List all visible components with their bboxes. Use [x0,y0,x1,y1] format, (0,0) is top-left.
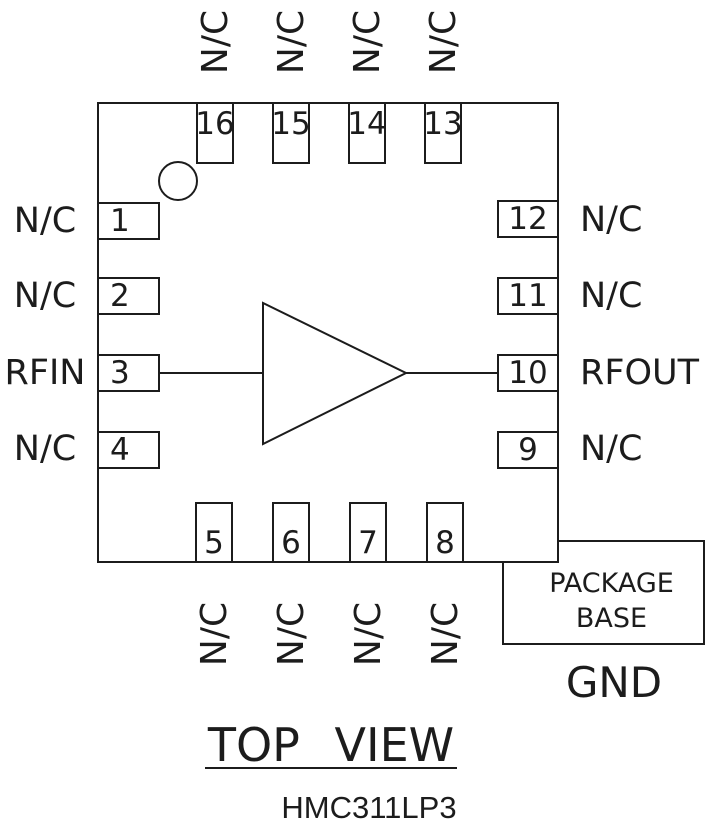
pin-number-7: 7 [358,525,378,561]
pin-pad-4: 4 [97,431,160,469]
pin-pad-8: 8 [426,502,464,563]
pin-number-2: 2 [110,277,130,314]
pin-label-13: N/C [422,9,464,75]
pin-pad-7: 7 [349,502,387,563]
pin-pad-9: 9 [497,431,559,469]
pin-number-9: 9 [518,431,538,468]
pin-number-11: 11 [508,277,548,314]
pin-pad-12: 12 [497,200,559,238]
pin-pad-16: 16 [195,102,235,164]
pin-label-2: N/C [13,276,77,316]
pin-pad-14: 14 [347,102,387,164]
top-view-title: TOP VIEW [205,722,457,769]
pin-number-12: 12 [508,200,548,237]
pin-label-1: N/C [13,201,77,241]
pin-number-13: 13 [423,106,463,142]
pin-label-8: N/C [424,601,466,667]
pin-number-14: 14 [347,106,387,142]
pin-pad-3: 3 [97,354,160,392]
pin-label-12: N/C [580,200,643,240]
pin-pad-11: 11 [497,277,559,315]
pin-number-16: 16 [195,106,235,142]
pin-number-3: 3 [110,354,130,391]
pin-number-10: 10 [508,354,548,391]
pin-number-4: 4 [110,431,130,468]
pin-pad-6: 6 [272,502,310,563]
pin-pad-5: 5 [195,502,233,563]
pin-pad-2: 2 [97,277,160,315]
package-base-label: PACKAGE BASE [504,566,703,636]
chip-body [97,102,559,563]
pin-number-5: 5 [204,525,224,561]
pin-label-9: N/C [580,429,643,469]
pin-label-3: RFIN [4,353,86,393]
part-number: HMC311LP3 [281,790,457,825]
pin-label-10: RFOUT [580,353,699,393]
pin-pad-1: 1 [97,202,160,240]
pin-label-4: N/C [13,429,77,469]
pin-number-8: 8 [435,525,455,561]
pin-number-15: 15 [271,106,311,142]
pin-pad-13: 13 [423,102,463,164]
pin-pad-15: 15 [271,102,311,164]
pin-label-11: N/C [580,276,643,316]
package-base-label-line1: PACKAGE [549,568,674,599]
gnd-label: GND [565,658,663,707]
pin-number-1: 1 [110,202,130,239]
package-base-label-line2: BASE [575,603,648,634]
pin-pad-10: 10 [497,354,559,392]
pin-number-6: 6 [281,525,301,561]
